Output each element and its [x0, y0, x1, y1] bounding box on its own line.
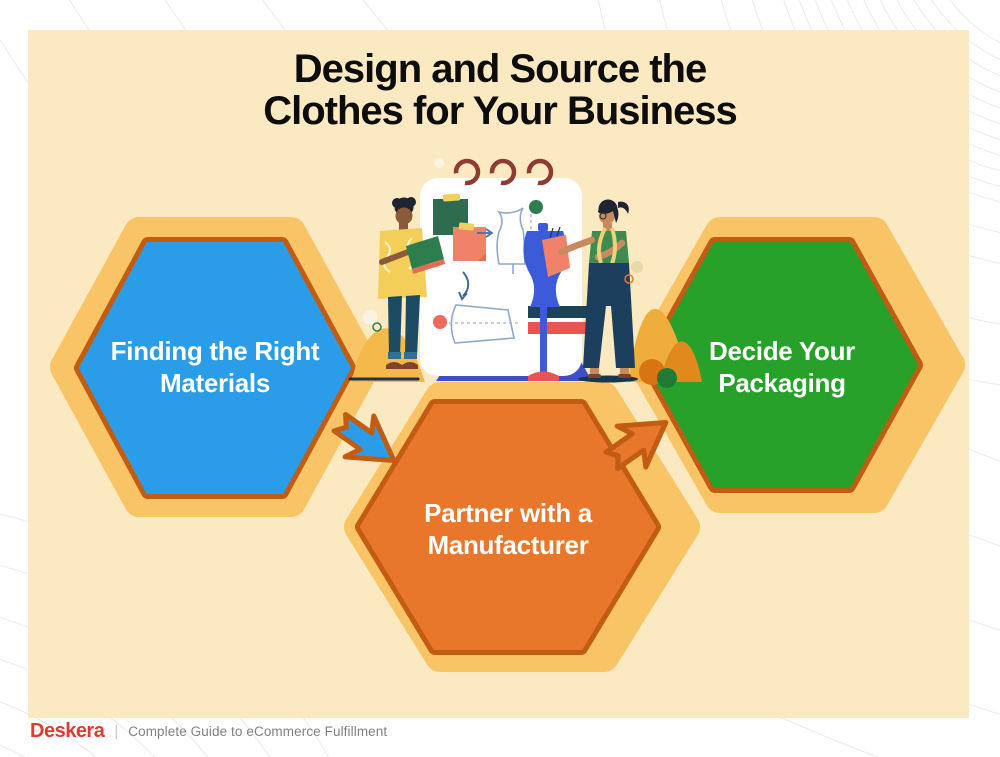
deco-ring-green-left	[372, 322, 382, 332]
step-label-materials: Finding the Right Materials	[110, 336, 320, 398]
hexagon-step-materials	[74, 237, 356, 499]
deskera-logo: Deskera	[30, 720, 105, 742]
deco-dot-white-left	[363, 310, 377, 324]
curved-arrow-head-icon	[458, 291, 468, 301]
arrow-step2-to-step3-icon	[603, 419, 669, 472]
deco-ring-orange-right	[624, 274, 634, 284]
sticky-note-salmon-icon	[453, 222, 486, 261]
hexagon-step-manufacturer	[355, 399, 661, 655]
footer-tagline: Complete Guide to eCommerce Fulfillment	[128, 724, 388, 739]
deco-dot-white-top	[434, 158, 444, 168]
shelf-bar-red	[528, 322, 588, 334]
hexagon-materials-fill	[79, 242, 351, 494]
designer-man-icon	[348, 197, 445, 381]
page-title: Design and Source the Clothes for Your B…	[263, 47, 738, 133]
binder-rings-icon	[453, 158, 554, 186]
shelf-bar-teal	[528, 306, 588, 318]
footer-divider: |	[114, 723, 119, 740]
footer: Deskera | Complete Guide to eCommerce Fu…	[30, 720, 387, 743]
arrow-step1-to-step2-icon	[331, 411, 397, 464]
hexagon-packaging-fill	[646, 242, 918, 488]
dress-form-mannequin-icon	[523, 223, 570, 381]
sleeve-pattern-sketch-icon	[433, 304, 521, 344]
hexagon-manufacturer-fill	[360, 404, 656, 650]
designer-woman-icon	[557, 199, 638, 383]
deco-green-circle	[657, 368, 677, 388]
curved-arrow-sketch-icon	[462, 271, 470, 297]
fashion-design-illustration	[348, 158, 702, 388]
hexagon-step-packaging	[641, 237, 923, 493]
step-label-manufacturer: Partner with a Manufacturer	[424, 498, 592, 560]
step-label-packaging: Decide Your Packaging	[708, 336, 855, 398]
deco-dot-tan-right	[631, 261, 643, 273]
